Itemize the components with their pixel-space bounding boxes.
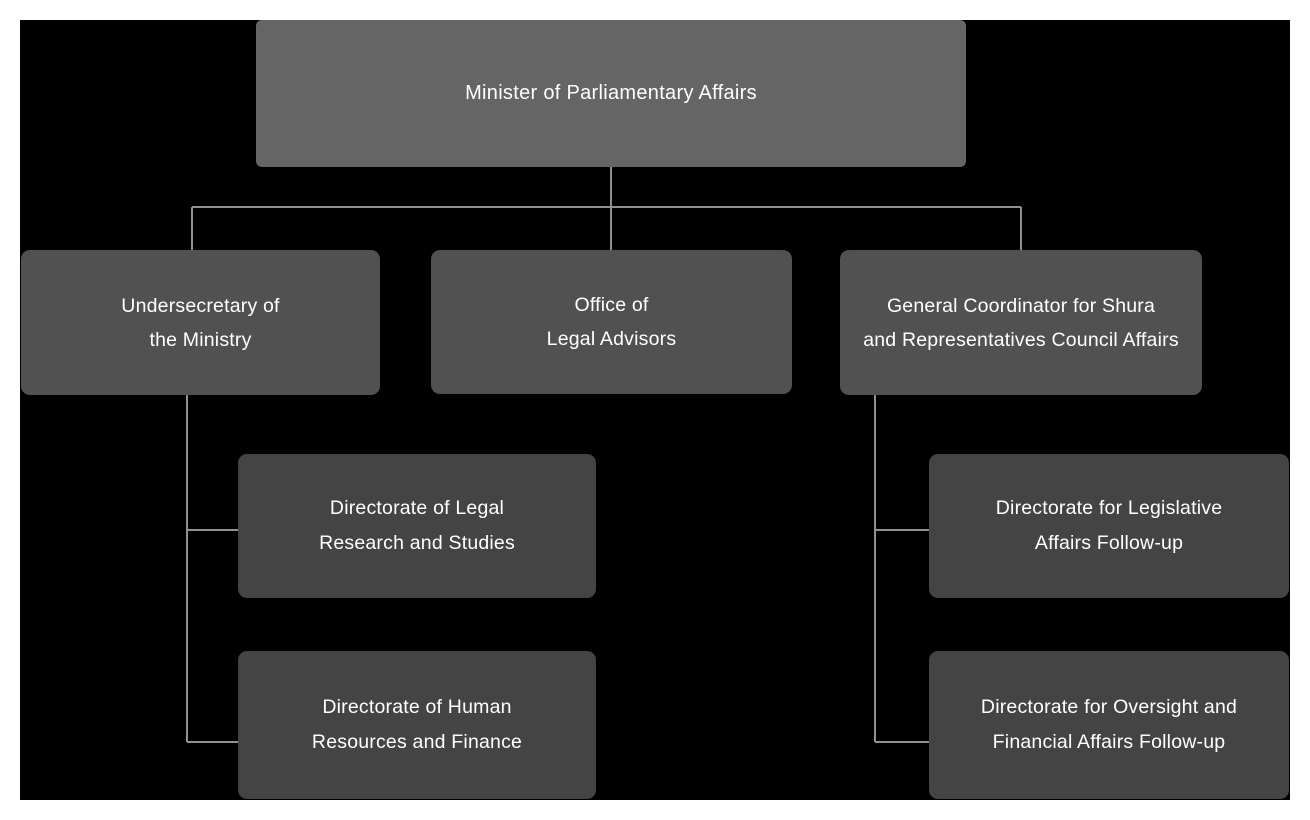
org-node-label: Financial Affairs Follow-up bbox=[992, 731, 1226, 753]
org-node-legal-research-directorate: Directorate of Legal Research and Studie… bbox=[238, 454, 596, 598]
org-node-minister: Minister of Parliamentary Affairs bbox=[256, 20, 966, 167]
org-node-label: Resources and Finance bbox=[311, 731, 523, 753]
org-chart-canvas: Minister of Parliamentary Affairs Unders… bbox=[20, 20, 1290, 800]
org-node-label: Research and Studies bbox=[319, 532, 515, 554]
org-node-label: Legal Advisors bbox=[546, 328, 677, 350]
org-node-label: the Ministry bbox=[149, 328, 252, 351]
connector-lines bbox=[186, 166, 1022, 743]
org-node-label: Directorate for Oversight and bbox=[980, 696, 1238, 718]
org-node-label: and Representatives Council Affairs bbox=[863, 328, 1179, 351]
org-node-label: Undersecretary of bbox=[121, 294, 280, 317]
org-node-label: General Coordinator for Shura bbox=[886, 294, 1156, 317]
org-node-general-coordinator: General Coordinator for Shura and Repres… bbox=[840, 250, 1202, 395]
org-node-label: Directorate of Legal bbox=[329, 497, 505, 519]
org-node-label: Minister of Parliamentary Affairs bbox=[465, 82, 757, 104]
org-node-hr-finance-directorate: Directorate of Human Resources and Finan… bbox=[238, 651, 596, 799]
org-node-oversight-financial-directorate: Directorate for Oversight and Financial … bbox=[929, 651, 1289, 799]
org-node-legislative-affairs-directorate: Directorate for Legislative Affairs Foll… bbox=[929, 454, 1289, 598]
org-node-legal-advisors: Office of Legal Advisors bbox=[431, 250, 792, 394]
org-node-label: Office of bbox=[574, 294, 649, 316]
org-node-undersecretary: Undersecretary of the Ministry bbox=[21, 250, 380, 395]
org-node-label: Directorate of Human bbox=[322, 696, 512, 718]
org-node-label: Affairs Follow-up bbox=[1034, 532, 1184, 554]
org-node-label: Directorate for Legislative bbox=[995, 497, 1223, 519]
